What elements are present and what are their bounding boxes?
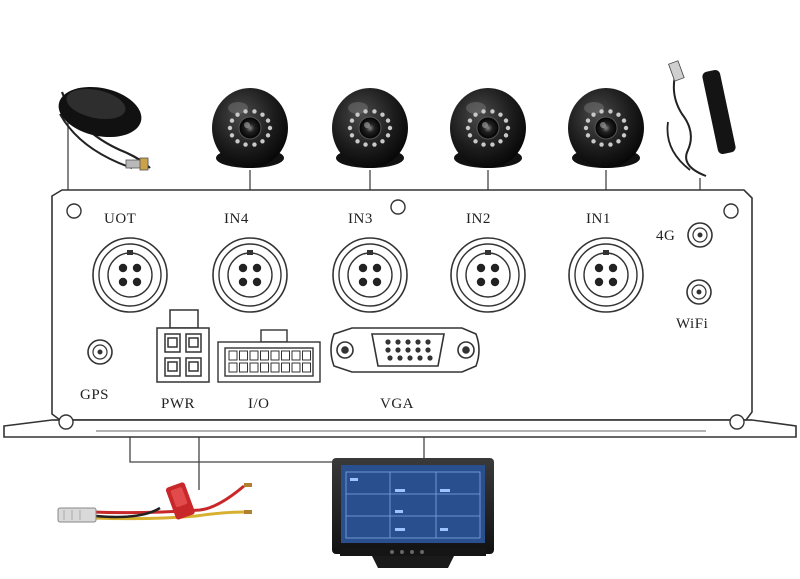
label-in4: IN4 [224,211,249,227]
sma-lte-connector [687,222,713,248]
label-in3: IN3 [348,211,373,227]
dome-camera-icon [212,88,288,168]
dome-camera-icon [568,88,644,168]
vga-connector [330,327,480,373]
io-connector [217,329,321,383]
monitor-icon [332,458,494,568]
sma-wifi-connector [686,279,712,305]
aviation-connectors [92,237,644,313]
connector-in3 [332,237,408,313]
label-io: I/O [248,396,270,412]
pwr-connector [156,309,210,383]
label-lte: 4G [656,228,676,244]
label-gps: GPS [80,387,110,403]
connector-out [92,237,168,313]
dome-camera-icon [332,88,408,168]
label-out: UOT [104,211,137,227]
gps-antenna-icon [58,86,151,171]
label-vga: VGA [380,396,414,412]
lte-antenna-icon [666,60,736,177]
power-cable-icon [57,482,252,523]
device-outline [51,189,753,421]
screw-holes [58,199,745,430]
label-in1: IN1 [586,211,611,227]
connector-in2 [450,237,526,313]
label-in2: IN2 [466,211,491,227]
mounting-flange [3,419,797,438]
sma-gps-connector [87,339,113,365]
dome-camera-icon [450,88,526,168]
label-pwr: PWR [161,396,196,412]
connector-in4 [212,237,288,313]
dome-cameras [212,88,644,168]
label-wifi: WiFi [676,316,709,332]
vga-pins [385,339,433,361]
connector-in1 [568,237,644,313]
